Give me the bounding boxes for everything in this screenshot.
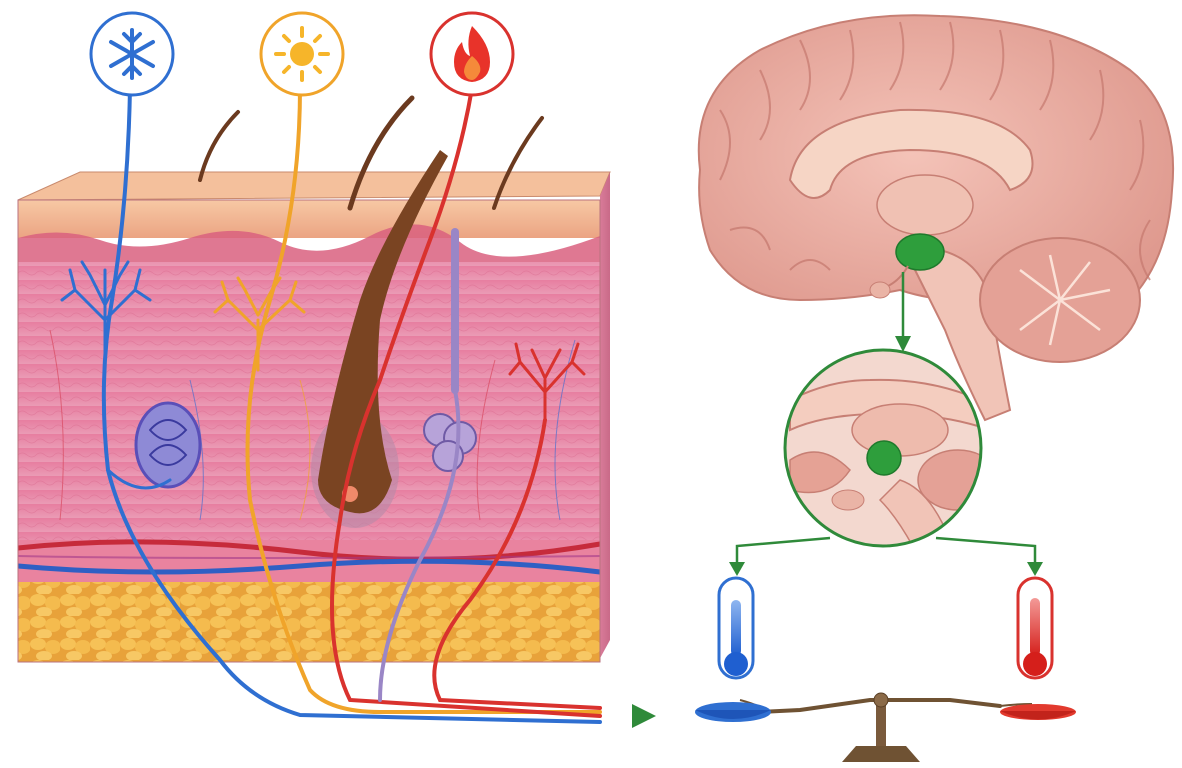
thalamus (877, 175, 973, 235)
hypothalamus-highlight (867, 441, 901, 475)
skin-surface (18, 172, 610, 200)
warm-sensor (261, 13, 343, 95)
hot-thermometer (1018, 578, 1052, 678)
fat-layer (18, 582, 600, 662)
cold-thermometer (719, 578, 753, 678)
skin-cross-section (18, 88, 610, 722)
brain-midsagittal (699, 15, 1173, 420)
hypothalamus (896, 234, 944, 270)
hot-sensor (431, 13, 513, 95)
balance-scale (695, 693, 1076, 762)
vessel-band (18, 540, 600, 582)
cold-sensor (91, 13, 173, 95)
sun-icon (276, 28, 328, 80)
epidermis-layer (18, 200, 600, 238)
